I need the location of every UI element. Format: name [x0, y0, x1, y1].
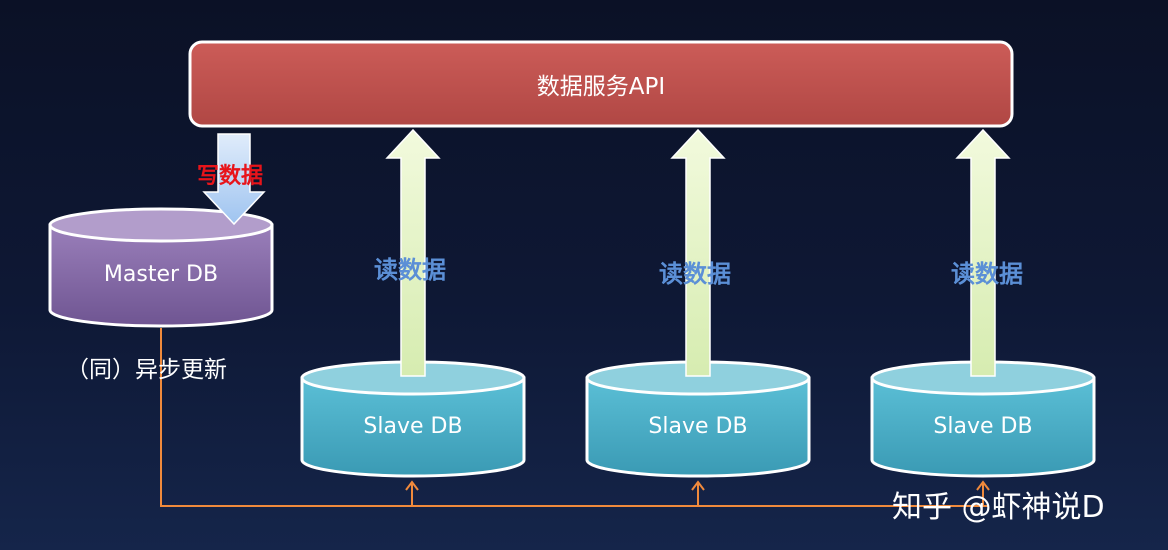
- write-data-label: 写数据: [197, 164, 264, 189]
- sync-arrowhead-2: [691, 480, 705, 491]
- read-arrow-1: [385, 128, 441, 377]
- api-bar: [188, 40, 1014, 128]
- sync-arrowhead-3: [976, 480, 990, 491]
- watermark: 知乎 @虾神说D: [892, 490, 1105, 525]
- sync-update-label: （同）异步更新: [66, 357, 227, 383]
- sync-arrowhead-1: [405, 480, 419, 491]
- write-arrow: [202, 133, 266, 226]
- read-data-label-2: 读数据: [659, 260, 731, 288]
- master-db-cylinder: [48, 207, 274, 328]
- read-arrow-3: [955, 128, 1011, 377]
- read-data-label-1: 读数据: [374, 256, 446, 284]
- api-label: 数据服务API: [536, 74, 666, 100]
- sync-main-line: [160, 328, 988, 507]
- read-arrow-2: [670, 128, 726, 377]
- master-db-label: Master DB: [103, 262, 219, 287]
- sync-lines: [160, 328, 990, 507]
- slave-db-label-3: Slave DB: [933, 414, 1033, 439]
- slave-db-label-2: Slave DB: [648, 414, 748, 439]
- slave-db-label-1: Slave DB: [363, 414, 463, 439]
- read-data-label-3: 读数据: [951, 260, 1023, 288]
- slave-db-cylinder-1: [300, 360, 526, 478]
- slave-db-cylinder-3: [870, 360, 1096, 478]
- slave-db-cylinder-2: [585, 360, 811, 478]
